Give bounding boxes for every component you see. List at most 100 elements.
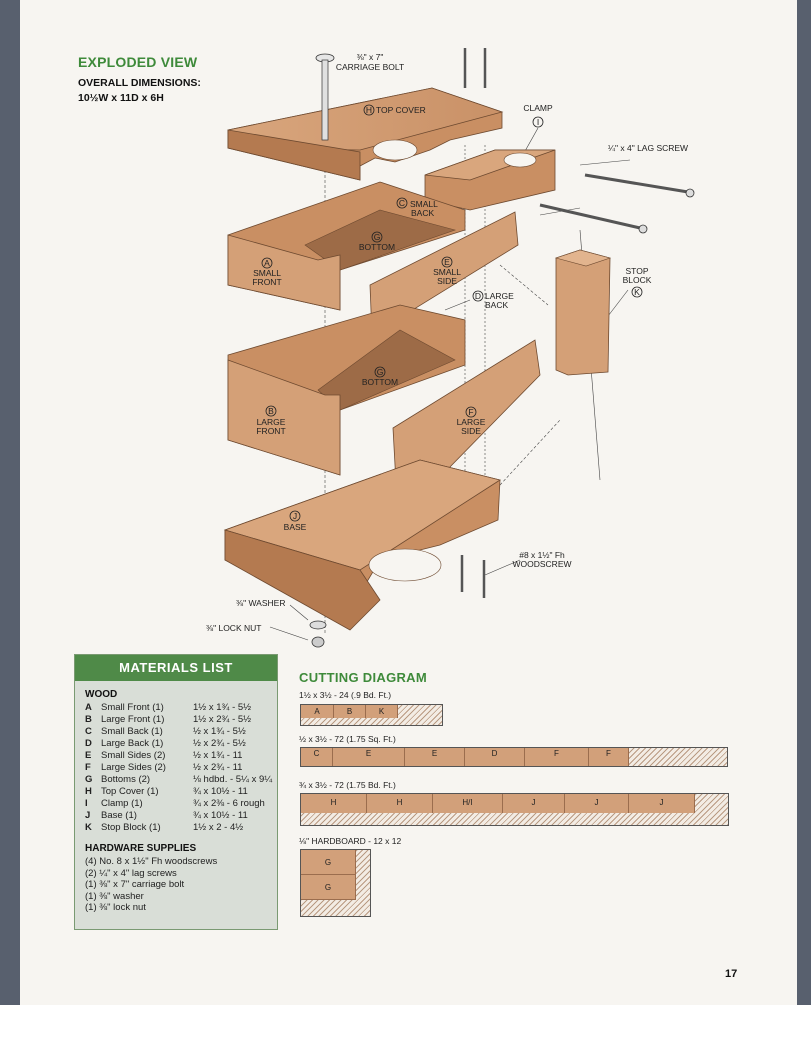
svg-text:A: A	[264, 258, 270, 268]
carriage-bolt	[315, 53, 335, 141]
wood-item-dims: 1½ x 1¾ - 5½	[193, 702, 252, 713]
wood-item-name: Small Front (1)	[101, 702, 164, 713]
base	[223, 459, 501, 631]
wood-heading: WOOD	[85, 689, 118, 700]
wood-list: A Small Front (1) 1½ x 1¾ - 5½ B Large Front…	[75, 702, 277, 834]
wood-item-dims: ¾ x 2⅜ - 6 rough	[193, 798, 265, 809]
label-woodscrew-2: WOODSCREW	[512, 559, 571, 569]
svg-text:C: C	[399, 198, 405, 208]
wood-item-dims: ½ x 1¾ - 11	[193, 750, 243, 761]
top-cover	[227, 87, 504, 181]
wood-item-name: Small Sides (2)	[101, 750, 166, 761]
wood-item: F Large Sides (2) ½ x 2¾ - 11	[75, 762, 277, 774]
lag-screws	[539, 173, 695, 234]
woodscrews	[460, 48, 487, 598]
label-woodscrew-1: #8 x 1½" Fh	[519, 550, 565, 560]
cut-piece: G	[301, 850, 356, 875]
page-number: 17	[725, 968, 738, 980]
hardware-list: (4) No. 8 x 1½" Fh woodscrews(2) ¼" x 4"…	[75, 856, 277, 914]
wood-item-letter: B	[85, 714, 92, 725]
wood-item-dims: 1½ x 2 - 4½	[193, 822, 244, 833]
label-large-front-2: FRONT	[256, 426, 285, 436]
wood-item-name: Bottoms (2)	[101, 774, 151, 785]
svg-text:E: E	[444, 257, 450, 267]
board-label-3: ¾ x 3½ - 72 (1.75 Bd. Ft.)	[299, 780, 396, 790]
svg-text:K: K	[634, 287, 640, 297]
wood-item-name: Large Front (1)	[101, 714, 165, 725]
cut-piece: C	[301, 748, 333, 766]
cut-piece: J	[503, 794, 565, 814]
svg-text:H: H	[366, 105, 372, 115]
small-box	[227, 181, 519, 336]
wood-item-name: Base (1)	[101, 810, 137, 821]
cut-piece: H	[367, 794, 433, 814]
wood-item-dims: ½ x 1¾ - 5½	[193, 726, 246, 737]
svg-text:J: J	[293, 511, 297, 521]
wood-item: C Small Back (1) ½ x 1¾ - 5½	[75, 726, 277, 738]
cut-piece: F	[525, 748, 589, 766]
exploded-view-diagram: ⅜" x 7" CARRIAGE BOLT H TOP COVER CLAMP …	[206, 48, 695, 648]
label-small-back-2: BACK	[411, 208, 434, 218]
label-large-side-2: SIDE	[461, 426, 481, 436]
board-label-2: ½ x 3½ - 72 (1.75 Sq. Ft.)	[299, 734, 396, 744]
label-lock-nut: ⅜" LOCK NUT	[206, 623, 261, 633]
part-labels: ⅜" x 7" CARRIAGE BOLT H TOP COVER CLAMP …	[206, 52, 688, 633]
label-stop-block-2: BLOCK	[623, 275, 652, 285]
cut-piece: K	[366, 705, 398, 719]
wood-item-name: Large Sides (2)	[101, 762, 166, 773]
wood-item-name: Large Back (1)	[101, 738, 164, 749]
label-small-side-2: SIDE	[437, 276, 457, 286]
label-carriage-bolt-1: ⅜" x 7"	[357, 52, 384, 62]
cut-piece: H	[301, 794, 367, 814]
stop-block	[554, 249, 612, 376]
wood-item-letter: C	[85, 726, 92, 737]
hardware-item: (1) ⅜" x 7" carriage bolt	[85, 879, 185, 890]
label-stop-block-1: STOP	[626, 266, 649, 276]
hardware-heading: HARDWARE SUPPLIES	[85, 843, 197, 854]
wood-item-letter: H	[85, 786, 92, 797]
label-large-back-1: LARGE	[485, 291, 514, 301]
svg-text:D: D	[475, 291, 481, 301]
cut-piece: E	[405, 748, 465, 766]
label-lag-screw: ¼" x 4" LAG SCREW	[608, 143, 688, 153]
wood-item-letter: K	[85, 822, 92, 833]
svg-text:I: I	[537, 117, 539, 127]
hardware-item: (1) ⅜" washer	[85, 890, 144, 902]
clamp	[424, 149, 556, 211]
board-label-1: 1½ x 3½ - 24 (.9 Bd. Ft.)	[299, 690, 392, 700]
wood-item-name: Small Back (1)	[101, 726, 163, 737]
cut-piece: G	[301, 875, 356, 900]
wood-item-letter: A	[85, 702, 92, 713]
svg-text:F: F	[468, 407, 473, 417]
label-large-side-1: LARGE	[457, 417, 486, 427]
label-base: BASE	[284, 522, 307, 532]
scan-edge-left	[0, 0, 20, 1005]
wood-item-dims: 1½ x 2¾ - 5½	[193, 714, 252, 725]
overall-dimensions-label: OVERALL DIMENSIONS:	[78, 77, 201, 89]
cutting-diagram-title: CUTTING DIAGRAM	[299, 670, 427, 685]
label-carriage-bolt-2: CARRIAGE BOLT	[336, 62, 404, 72]
hardware-item: (2) ¼" x 4" lag screws	[85, 867, 177, 879]
label-large-back-2: BACK	[485, 300, 508, 310]
wood-item-dims: ½ x 2¾ - 11	[193, 762, 243, 773]
washer-and-nut	[309, 620, 327, 648]
exploded-view-title: EXPLODED VIEW	[78, 54, 198, 70]
label-bottom-small: BOTTOM	[359, 242, 395, 252]
cut-piece: J	[565, 794, 629, 814]
cut-piece: H/I	[433, 794, 503, 814]
wood-item-dims: ⅛ hdbd. - 5¼ x 9¼	[193, 774, 273, 785]
hardware-item: (4) No. 8 x 1½" Fh woodscrews	[85, 856, 218, 867]
cut-piece: F	[589, 748, 629, 766]
board-label-4: ⅛" HARDBOARD - 12 x 12	[299, 836, 402, 846]
label-clamp: CLAMP	[523, 103, 553, 113]
wood-item-letter: F	[85, 762, 91, 773]
